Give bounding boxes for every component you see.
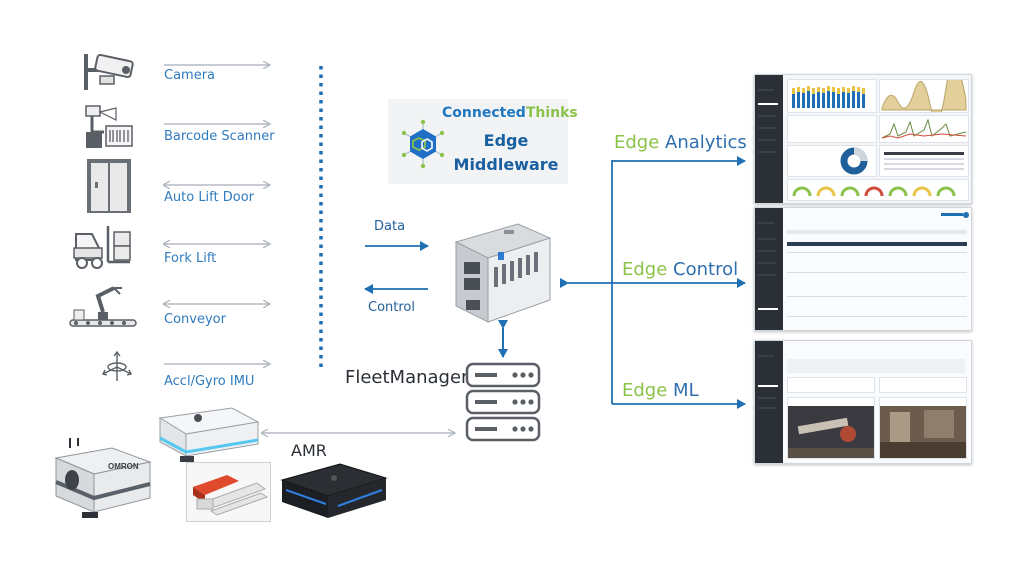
- connectedthinks-logo-icon: [401, 119, 445, 169]
- edge-control-dashboard-thumbnail: [754, 207, 972, 331]
- amr-cart-icon: [193, 475, 269, 516]
- gauge-row-thumbnail: [792, 186, 956, 197]
- barcode-scanner-icon: [85, 105, 133, 148]
- forklift-icon: [73, 226, 131, 269]
- edge-ml-dashboard-thumbnail: [754, 340, 972, 464]
- amr-label: AMR: [291, 441, 327, 460]
- output-name: Control: [667, 259, 739, 280]
- device-label-conveyor: Conveyor: [164, 312, 226, 327]
- output-name: ML: [667, 380, 699, 401]
- amr-robot-black-icon: [280, 463, 388, 518]
- spike-chart-thumbnail: [881, 118, 967, 139]
- output-name: Analytics: [659, 132, 747, 153]
- device-label-auto-lift-door: Auto Lift Door: [164, 190, 255, 205]
- amr-robot-white-icon: [158, 407, 260, 462]
- output-label-control: Edge Control: [622, 259, 738, 280]
- edge-middleware-box: ConnectedThinks Edge Middleware: [388, 99, 578, 184]
- device-label-imu: Accl/Gyro IMU: [164, 374, 255, 389]
- brand-part-thinks: Thinks: [525, 105, 578, 121]
- imu-axes-icon: [101, 350, 133, 381]
- amr-cart-image: [186, 462, 271, 522]
- control-brand-mark-icon: [941, 212, 969, 218]
- lift-door-icon: [87, 159, 131, 213]
- control-label: Control: [368, 300, 415, 315]
- brand-part-connected: Connected: [442, 105, 526, 121]
- dashboard-sidebar: [755, 208, 783, 330]
- plc-controller-icon: [454, 223, 552, 323]
- device-label-fork-lift: Fork Lift: [164, 251, 217, 266]
- ml-video-frame-right: [880, 406, 966, 458]
- donut-chart-thumbnail: [840, 147, 868, 175]
- omron-logo-text: OMRON: [108, 462, 139, 471]
- edge-word: Edge: [622, 380, 668, 401]
- edge-word: Edge: [622, 259, 668, 280]
- middleware-brand: ConnectedThinks: [442, 105, 578, 121]
- device-label-barcode-scanner: Barcode Scanner: [164, 129, 275, 144]
- ml-video-frame-left: [788, 406, 874, 458]
- stacked-bar-thumbnail: [792, 86, 865, 108]
- amr-robot-omron-icon: [54, 438, 152, 518]
- robot-arm-conveyor-icon: [69, 286, 137, 327]
- data-label: Data: [374, 219, 406, 234]
- edge-word: Edge: [614, 132, 660, 153]
- server-stack-icon: [465, 362, 541, 442]
- middleware-line-edge: Edge: [483, 131, 529, 150]
- dashboard-sidebar: [755, 75, 783, 203]
- edge-analytics-dashboard-thumbnail: [754, 63, 972, 204]
- middleware-line-middleware: Middleware: [453, 155, 559, 174]
- device-label-camera: Camera: [164, 68, 216, 83]
- security-camera-icon: [84, 53, 134, 90]
- output-label-ml: Edge ML: [622, 380, 699, 401]
- fleet-manager-label: FleetManager: [345, 367, 469, 388]
- output-label-analytics: Edge Analytics: [614, 132, 747, 153]
- area-chart-thumbnail: [881, 63, 967, 121]
- dashboard-sidebar: [755, 341, 783, 463]
